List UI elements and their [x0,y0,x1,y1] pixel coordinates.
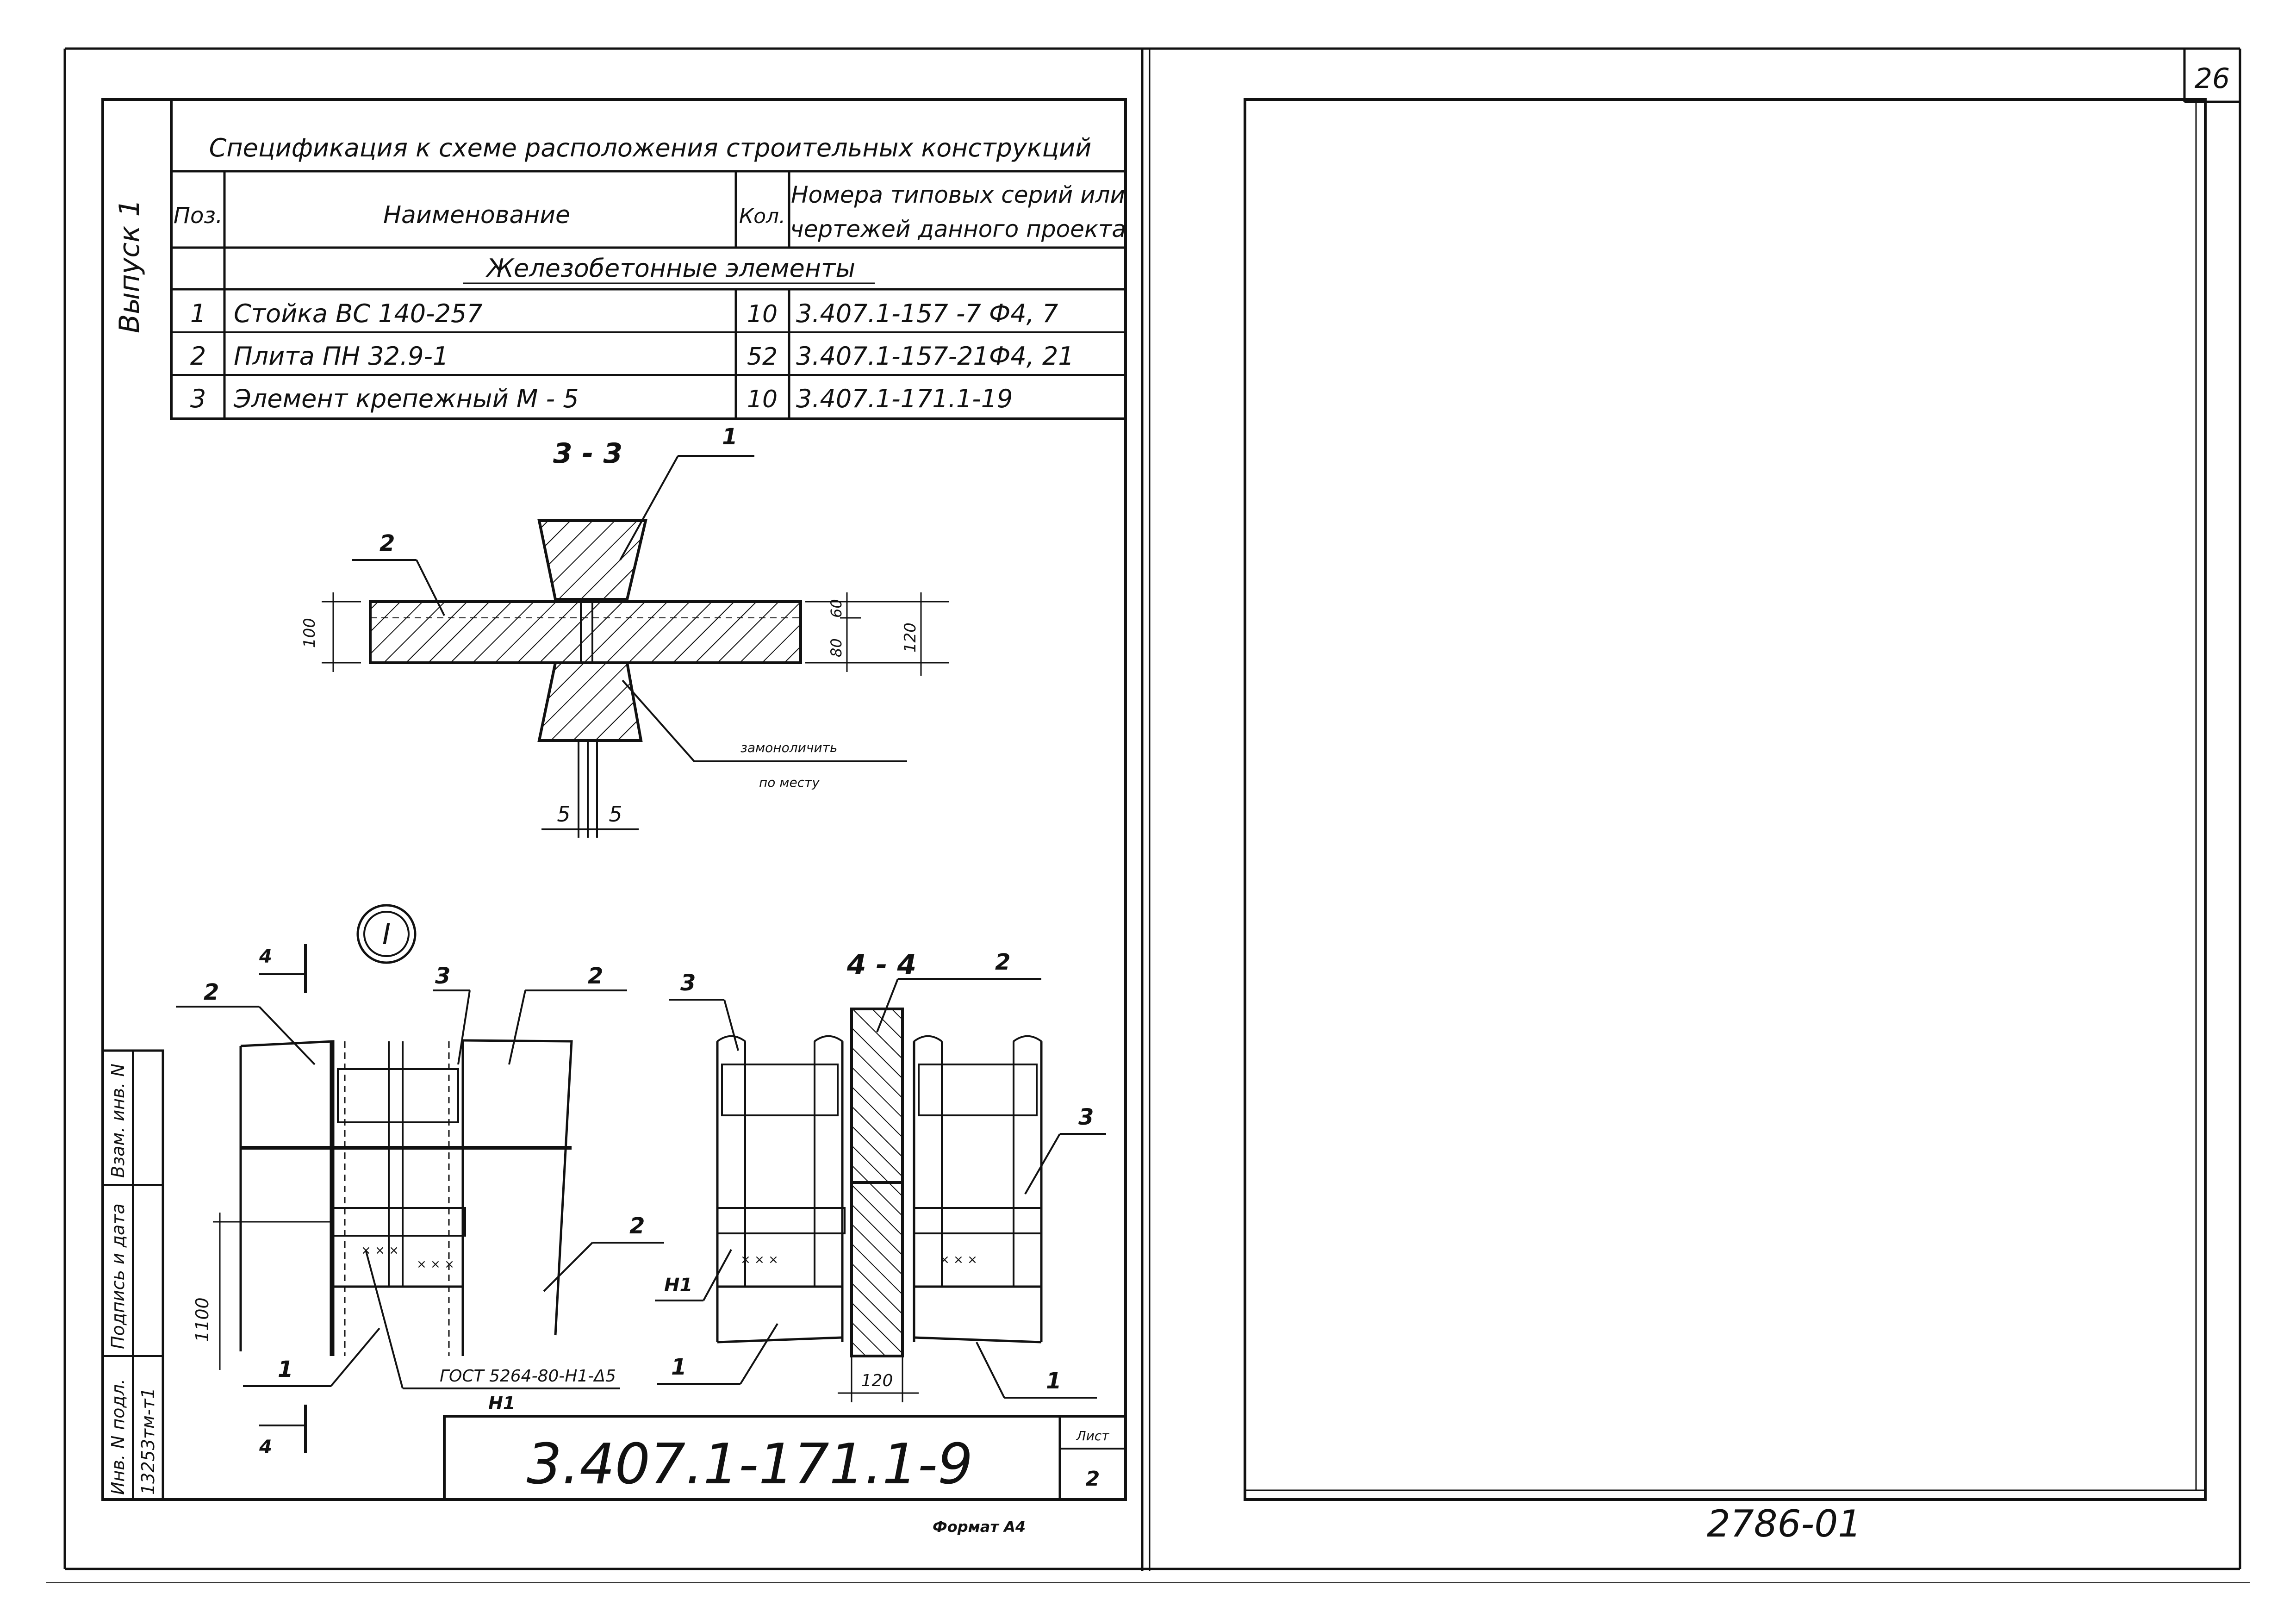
section-4-4-callout-2: 2 [995,949,1010,975]
node-weld-label: Н1 [488,1393,515,1413]
row-pos: 2 [190,342,206,371]
header-qty: Кол. [739,205,785,228]
note-line-1: замоноличить [740,740,837,755]
section-4-4-title: 4 - 4 [846,949,916,981]
right-sheet-frame [1244,98,2207,1501]
volume-label: Выпуск 1 [113,199,146,333]
row-qty: 10 [747,300,778,328]
section-4-4-callout-1-right: 1 [1046,1368,1061,1394]
section-4-4-callout-3-right: 3 [1078,1104,1094,1130]
title-stamp: 3.407.1-171.1-9 Лист 2 [443,1415,1127,1501]
gost-note: ГОСТ 5264-80-Н1-Δ5 [440,1367,616,1386]
row-name: Стойка ВС 140-257 [234,299,483,328]
page-number: 26 [2195,62,2230,95]
row-name: Элемент крепежный М - 5 [233,384,579,413]
node-callout-2-lower: 2 [629,1213,645,1239]
dim-100: 100 [300,618,319,648]
section-4-4-weld-label: Н1 [664,1275,692,1296]
header-name: Наименование [383,201,570,229]
node-callout-3: 3 [435,963,450,989]
row-pos: 3 [190,384,206,413]
row-series: 3.407.1-157-21Ф4, 21 [796,342,1074,371]
node-callout-2-left: 2 [204,979,219,1005]
section-3-3: 3 - 3 5 5 1 2 за [300,424,949,838]
section-3-3-callout-1: 1 [722,424,737,450]
node-callout-1: 1 [278,1356,293,1382]
row-series: 3.407.1-171.1-19 [796,384,1013,413]
spec-table-title: Спецификация к схеме расположения строит… [209,133,1092,162]
left-sheet: Выпуск 1 Инв. N подл. 13253тм-т1 Подпись… [101,98,1127,1536]
side-stamp: Инв. N подл. 13253тм-т1 Подпись и дата В… [101,1049,164,1501]
section-4-4: 4 - 4 × × × × × × [655,949,1106,1402]
section-3-3-title: 3 - 3 [553,437,622,470]
side-stamp-signature-label: Подпись и дата [108,1203,128,1349]
section-title: Железобетонные элементы [485,254,855,283]
side-stamp-replace-label: Взам. инв. N [108,1064,128,1178]
node-marker-circle [356,904,417,964]
handwritten-number: 2786-01 [1707,1502,1861,1545]
section-arrow-label-bottom: 4 [259,1437,272,1458]
row-qty: 10 [747,386,778,413]
sheet-number: 2 [1086,1467,1100,1491]
header-pos: Поз. [174,203,223,229]
dim-5-right: 5 [609,802,622,827]
column-top [537,519,647,601]
dim-1100: 1100 [192,1297,212,1342]
section-3-3-callout-2: 2 [380,530,395,556]
side-stamp-inv-value: 13253тм-т1 [138,1388,158,1495]
slab [369,600,802,664]
section-4-4-dim-120: 120 [861,1371,893,1390]
dim-60: 60 [828,599,845,618]
section-arrow-label-top: 4 [259,946,272,967]
weld-crosses-44-left: × × × [740,1253,778,1267]
section-4-4-callout-1-left: 1 [671,1354,686,1380]
side-stamp-inv-label: Инв. N подл. [108,1379,128,1495]
row-qty: 52 [747,343,778,371]
node-callout-2-right: 2 [588,963,603,989]
row-name: Плита ПН 32.9-1 [234,342,448,371]
table-row: 3 Элемент крепежный М - 5 10 3.407.1-171… [190,384,1013,413]
dim-5-left: 5 [557,802,570,827]
column-bottom [537,661,643,742]
spec-table: Спецификация к схеме расположения строит… [170,98,1127,420]
sheet-label: Лист [1076,1428,1110,1444]
weld-crosses-right: × × × [417,1257,454,1271]
note-line-2: по месту [759,775,820,790]
node-I: I 4 4 × × × × × × [176,904,664,1458]
right-sheet: 26 2786-01 [1244,49,2240,1545]
section-4-4-callout-3-left: 3 [680,970,696,996]
dim-120: 120 [901,622,920,653]
dim-80: 80 [828,638,845,657]
row-pos: 1 [190,299,206,328]
table-row: 1 Стойка ВС 140-257 10 3.407.1-157 -7 Ф4… [190,299,1058,328]
weld-crosses-44-right: × × × [940,1253,977,1267]
page-outer-border [63,47,2241,1571]
row-series: 3.407.1-157 -7 Ф4, 7 [796,299,1058,328]
document-number: 3.407.1-171.1-9 [527,1432,973,1497]
header-series-2: чертежей данного проекта [790,216,1126,243]
header-series-1: Номера типовых серий или [791,181,1125,208]
format-label: Формат А4 [933,1518,1026,1536]
node-marker-label: I [382,917,391,951]
table-row: 2 Плита ПН 32.9-1 52 3.407.1-157-21Ф4, 2… [190,342,1074,371]
